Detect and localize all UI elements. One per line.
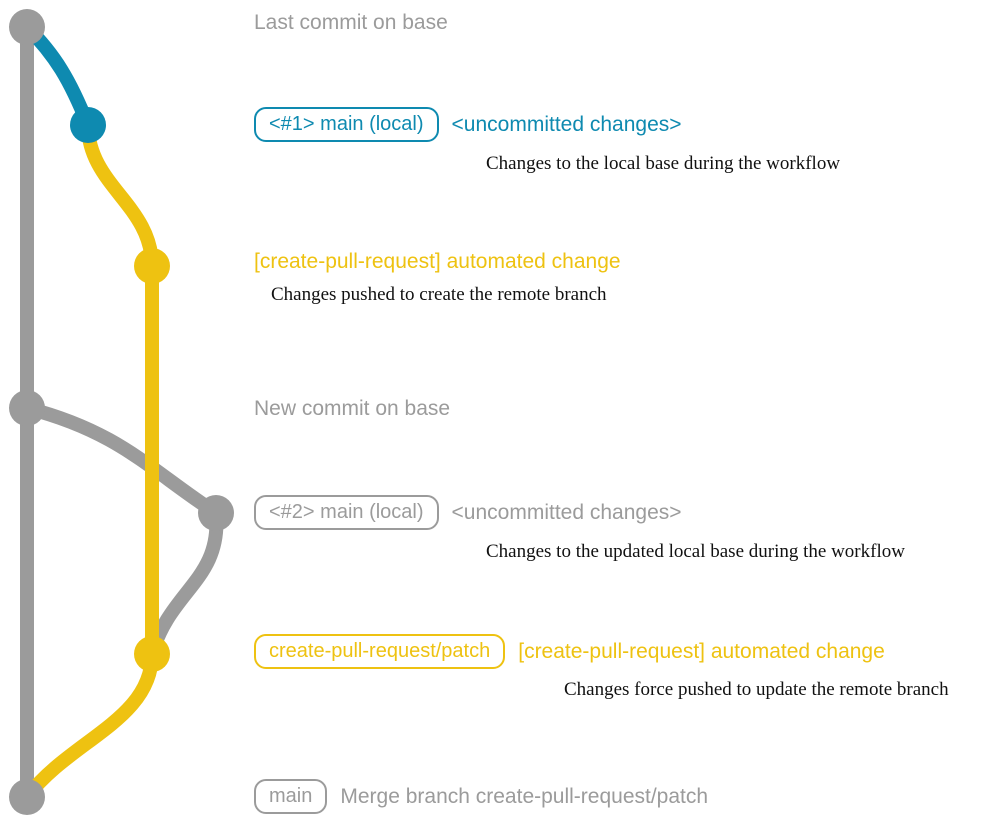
commit-body: Changes pushed to create the remote bran… xyxy=(271,284,607,305)
commit-row-main: <#2> main (local) <uncommitted changes> xyxy=(254,495,682,530)
commit-node-local-2[interactable] xyxy=(198,495,234,531)
commit-body: Changes force pushed to update the remot… xyxy=(564,679,949,700)
commit-node-base-top[interactable] xyxy=(9,9,45,45)
branch-badge-main-local-1[interactable]: <#1> main (local) xyxy=(254,107,439,142)
commit-subject: Last commit on base xyxy=(254,11,448,34)
commit-node-patch-1[interactable] xyxy=(134,248,170,284)
commit-subject: <uncommitted changes> xyxy=(451,500,682,524)
commit-subject: [create-pull-request] automated change xyxy=(254,250,621,273)
commit-node-base-merge[interactable] xyxy=(9,779,45,815)
commit-node-local-1[interactable] xyxy=(70,107,106,143)
commit-node-base-new[interactable] xyxy=(9,390,45,426)
commit-row-main: main Merge branch create-pull-request/pa… xyxy=(254,779,708,814)
commit-row-patch-1: [create-pull-request] automated change C… xyxy=(254,250,621,306)
commit-row-local-1: <#1> main (local) <uncommitted changes> … xyxy=(254,107,840,175)
commit-row-last-commit: Last commit on base xyxy=(254,11,448,35)
commit-row-main: New commit on base xyxy=(254,397,450,421)
commit-subject: [create-pull-request] automated change xyxy=(518,639,885,663)
branch-badge-create-pull-request-patch[interactable]: create-pull-request/patch xyxy=(254,634,506,669)
commit-subject: Merge branch create-pull-request/patch xyxy=(340,784,709,808)
commit-subject: <uncommitted changes> xyxy=(451,112,682,136)
commit-subject: New commit on base xyxy=(254,397,451,420)
commit-row-merge: main Merge branch create-pull-request/pa… xyxy=(254,779,708,814)
commit-row-patch-2: create-pull-request/patch [create-pull-r… xyxy=(254,634,949,701)
commit-row-main: Last commit on base xyxy=(254,11,448,35)
patch-merge-line xyxy=(20,647,159,804)
commit-row-main: create-pull-request/patch [create-pull-r… xyxy=(254,634,885,669)
commit-body: Changes to the updated local base during… xyxy=(486,541,905,562)
commit-node-patch-2[interactable] xyxy=(134,636,170,672)
base-detour-line xyxy=(20,401,223,520)
branch-badge-main-local-2[interactable]: <#2> main (local) xyxy=(254,495,439,530)
commit-row-main: <#1> main (local) <uncommitted changes> xyxy=(254,107,682,142)
commit-body: Changes to the local base during the wor… xyxy=(486,153,841,174)
base-detour-return-line xyxy=(145,506,224,661)
commit-row-local-2: <#2> main (local) <uncommitted changes> … xyxy=(254,495,905,563)
patch-branch-line-upper xyxy=(81,118,159,273)
commit-row-new-commit: New commit on base xyxy=(254,397,450,421)
commit-row-main: [create-pull-request] automated change xyxy=(254,250,621,274)
branch-badge-main[interactable]: main xyxy=(254,779,328,814)
